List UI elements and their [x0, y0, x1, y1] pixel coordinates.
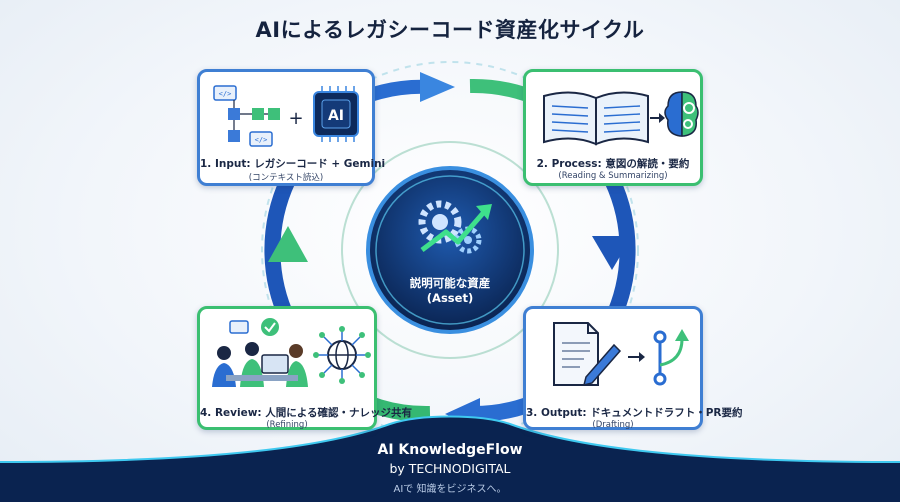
step-card-process: 2. Process: 意図の解読・要約 (Reading & Summariz… — [523, 69, 703, 186]
ai-chip-icon: AI — [313, 86, 359, 142]
step-input-subtitle: (コンテキスト読込) — [248, 173, 324, 183]
step-output-illustration — [553, 322, 689, 387]
document-pen-icon — [553, 322, 622, 387]
arc-right — [604, 176, 636, 324]
step-card-output: 3. Output: ドキュメントドラフト・PR要約 (Drafting) — [523, 306, 743, 430]
arrow-head-top — [420, 72, 455, 102]
center-label-line2: (Asset) — [426, 291, 474, 305]
center-circle — [366, 166, 534, 334]
step-review-title: 4. Review: 人間による確認・ナレッジ共有 — [200, 407, 412, 419]
center-label-line1: 説明可能な資産 — [409, 276, 491, 290]
footer-tagline: AIで 知識をビジネスへ。 — [393, 484, 507, 495]
step-output-title: 3. Output: ドキュメントドラフト・PR要約 — [526, 407, 743, 419]
plus-icon: + — [288, 108, 303, 129]
step-review-illustration — [212, 318, 371, 387]
arrow-right-icon — [650, 113, 665, 123]
svg-text:AI: AI — [328, 108, 344, 124]
step-input-title: 1. Input: レガシーコード + Gemini — [200, 158, 386, 170]
svg-text:</>: </> — [219, 90, 232, 98]
footer-by: by TECHNODIGITAL — [389, 461, 511, 476]
outer-dashed-ring — [261, 61, 639, 439]
step-process-title: 2. Process: 意図の解読・要約 — [536, 158, 690, 170]
team-review-icon — [212, 318, 308, 387]
arrow-head-left — [268, 226, 308, 262]
step-process-illustration — [543, 91, 699, 146]
brain-gears-icon — [664, 91, 699, 137]
code-flow-icon: </> </> — [213, 85, 280, 147]
step-card-review: 4. Review: 人間による確認・ナレッジ共有 (Refining) — [197, 306, 412, 430]
arc-left — [264, 176, 296, 324]
step-review-subtitle: (Refining) — [266, 420, 308, 430]
step-process-subtitle: (Reading & Summarizing) — [558, 171, 668, 181]
inner-ring — [341, 141, 559, 359]
footer-wave — [0, 416, 900, 502]
gears-growth-icon — [418, 200, 492, 254]
svg-text:</>: </> — [255, 136, 268, 144]
step-card-input: </> </> + AI 1. Input: レガシーコード + Gemini … — [197, 69, 386, 186]
center-label: 説明可能な資産 (Asset) — [360, 276, 540, 306]
arrow-right-icon — [628, 352, 645, 362]
page-title: AIによるレガシーコード資産化サイクル — [255, 18, 645, 42]
step-input-illustration: </> </> + AI — [213, 85, 359, 147]
step-output-subtitle: (Drafting) — [592, 420, 634, 430]
network-globe-icon — [313, 326, 371, 384]
arrow-head-right — [592, 236, 632, 270]
open-book-icon — [543, 91, 649, 146]
git-branch-icon — [653, 329, 689, 386]
footer-brand: AI KnowledgeFlow — [377, 442, 523, 458]
